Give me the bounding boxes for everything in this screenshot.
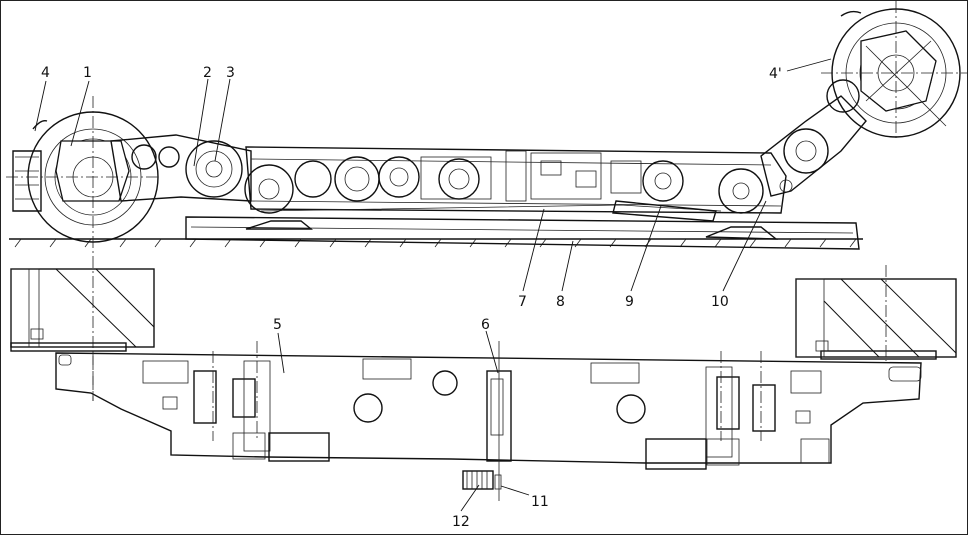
label-2: 1 xyxy=(83,65,92,81)
shoe-left xyxy=(245,220,313,230)
label-11: 11 xyxy=(531,494,549,510)
plan-view xyxy=(10,265,957,501)
part-labels: 4 1 2 3 4' 5 6 7 8 9 10 11 12 xyxy=(41,65,782,530)
label-7: 7 xyxy=(518,294,527,310)
left-ranging-arm xyxy=(110,134,252,202)
label-10: 10 xyxy=(711,294,729,310)
label-6: 6 xyxy=(481,317,490,333)
label-12: 12 xyxy=(452,514,470,530)
label-5: 5 xyxy=(273,317,282,333)
side-elevation xyxy=(6,1,967,401)
machine-body xyxy=(244,146,787,222)
left-cutting-drum xyxy=(6,96,161,401)
conveyor-pan xyxy=(185,216,860,250)
right-ranging-arm xyxy=(760,79,867,197)
main-frame-plan xyxy=(55,341,922,501)
right-cutting-drum xyxy=(821,1,967,141)
left-drum-plan xyxy=(10,268,155,352)
label-4: 3 xyxy=(226,65,235,81)
right-drum-plan xyxy=(795,265,957,361)
leader-lines xyxy=(34,58,832,512)
label-1: 4 xyxy=(41,65,50,81)
label-9: 9 xyxy=(625,294,634,310)
label-8: 8 xyxy=(556,294,565,310)
shoe-right xyxy=(705,226,779,240)
label-4-prime: 4' xyxy=(769,66,782,82)
label-3: 2 xyxy=(203,65,212,81)
